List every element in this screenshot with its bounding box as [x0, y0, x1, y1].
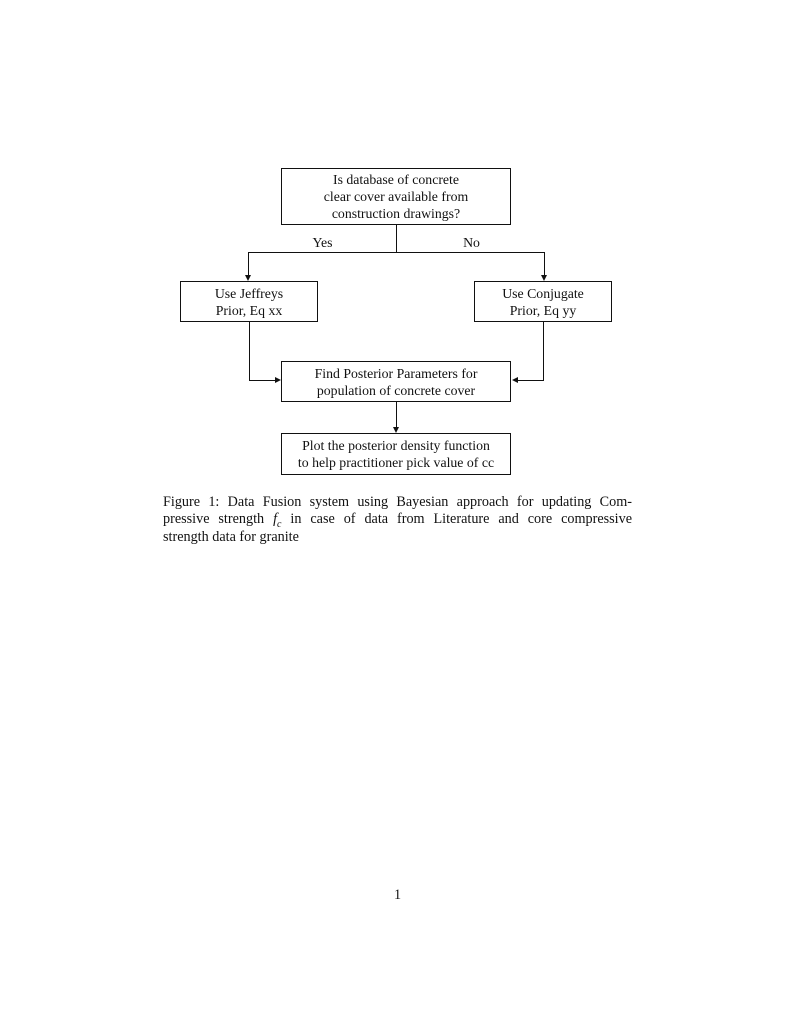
connector-yes-drop — [248, 252, 249, 277]
caption-line-2: pressive strength fc in case of data fro… — [163, 511, 633, 531]
arrowhead-down-icon — [393, 427, 399, 433]
math-fc-symbol: fc — [273, 511, 282, 531]
caption-line-2-text: pressive strength — [163, 511, 265, 528]
figure-caption: Figure 1: Data Fusion system using Bayes… — [163, 494, 632, 546]
flowchart-node-conjugate-prior: Use Conjugate Prior, Eq yy — [474, 281, 612, 322]
edge-label-yes: Yes — [312, 235, 333, 250]
connector-jeffreys-run — [249, 380, 277, 381]
arrowhead-left-icon — [512, 377, 518, 383]
arrowhead-down-icon — [245, 275, 251, 281]
connector-conjugate-drop — [543, 322, 544, 381]
connector-jeffreys-drop — [249, 322, 250, 381]
flowchart-node-posterior-parameters: Find Posterior Parameters for population… — [281, 361, 511, 402]
page-number: 1 — [393, 887, 402, 903]
arrowhead-down-icon — [541, 275, 547, 281]
connector-conjugate-run — [516, 380, 544, 381]
flowchart-node-question: Is database of concrete clear cover avai… — [281, 168, 511, 225]
connector-question-stem — [396, 225, 397, 253]
connector-no-drop — [544, 252, 545, 277]
caption-line-3: strength data for granite — [163, 528, 299, 545]
flowchart-node-plot-density: Plot the posterior density function to h… — [281, 433, 511, 475]
caption-line-1: Figure 1: Data Fusion system using Bayes… — [163, 494, 632, 510]
connector-posterior-stem — [396, 402, 397, 429]
connector-branch-horizontal — [248, 252, 545, 253]
caption-line-2-text: in case of data from Literature and core… — [290, 511, 633, 528]
arrowhead-right-icon — [275, 377, 281, 383]
edge-label-no: No — [463, 235, 480, 250]
flowchart-node-jeffreys-prior: Use Jeffreys Prior, Eq xx — [180, 281, 318, 322]
